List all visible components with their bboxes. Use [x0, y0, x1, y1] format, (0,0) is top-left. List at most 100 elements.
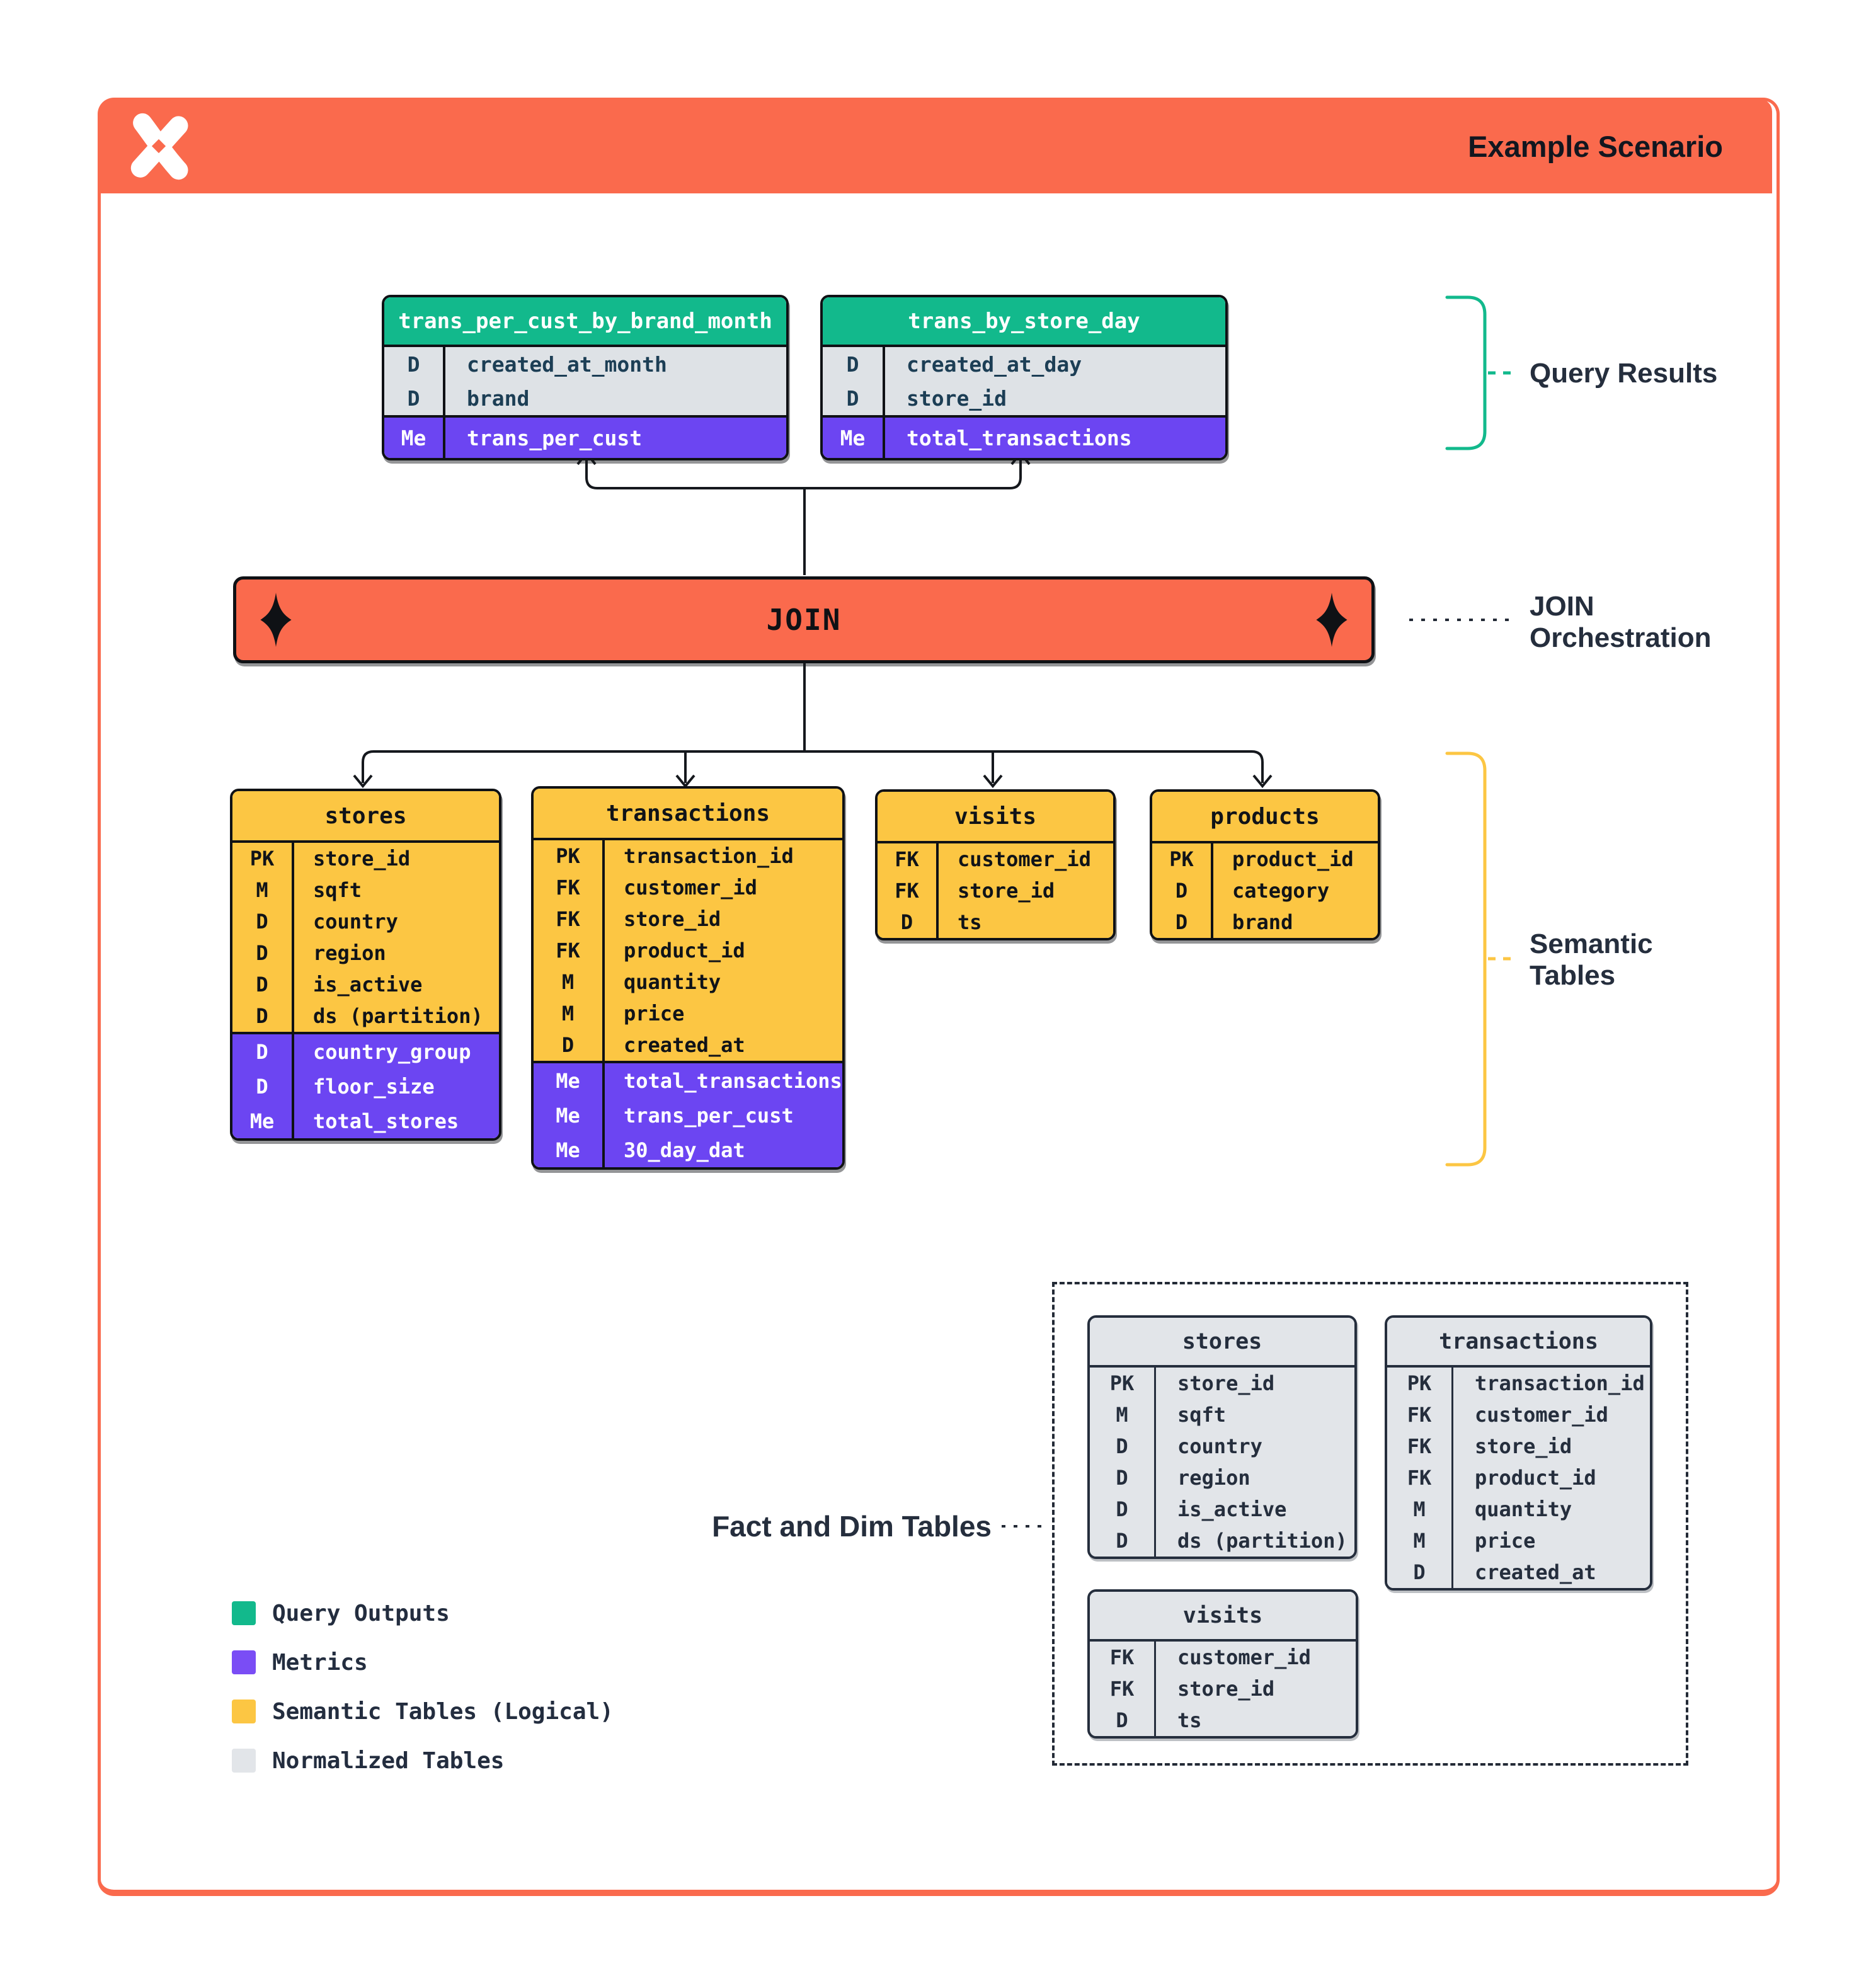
row-field: brand — [467, 386, 530, 411]
row-field: store_id — [1177, 1677, 1275, 1701]
legend-swatch-icon — [232, 1749, 256, 1773]
row-field: customer_id — [1177, 1645, 1311, 1669]
table-name: trans_by_store_day — [823, 297, 1225, 347]
row-key: Me — [823, 418, 885, 458]
row-key: FK — [1387, 1431, 1453, 1462]
row-key: FK — [1090, 1673, 1156, 1705]
row-key: M — [1090, 1399, 1156, 1431]
row-key: M — [534, 998, 605, 1029]
table-row: Me total_stores — [232, 1104, 499, 1138]
table-name: visits — [878, 792, 1113, 843]
row-field: price — [1475, 1529, 1536, 1553]
table-name: trans_per_cust_by_brand_month — [384, 297, 786, 347]
row-field: total_transactions — [624, 1068, 842, 1093]
annotation-fact-and-dim: Fact and Dim Tables — [712, 1510, 992, 1543]
row-key: D — [232, 1000, 294, 1032]
row-field: brand — [1232, 910, 1293, 934]
row-key: D — [232, 969, 294, 1000]
row-key: D — [232, 1069, 294, 1104]
table-name: stores — [1090, 1318, 1354, 1368]
row-key: FK — [534, 872, 605, 903]
row-key: D — [1090, 1431, 1156, 1462]
row-key: FK — [1090, 1642, 1156, 1673]
row-key: PK — [232, 843, 294, 874]
row-key: D — [1152, 906, 1213, 938]
row-field: country_group — [313, 1039, 471, 1064]
row-key: Me — [534, 1063, 605, 1098]
table-name: stores — [232, 791, 499, 843]
row-field: store_id — [313, 847, 411, 871]
row-field: customer_id — [958, 847, 1091, 871]
table-name: visits — [1090, 1592, 1356, 1642]
row-key: D — [1090, 1705, 1156, 1736]
row-key: D — [823, 381, 885, 415]
row-field: is_active — [1177, 1497, 1287, 1521]
row-key: Me — [232, 1104, 294, 1138]
row-field: ts — [1177, 1708, 1202, 1732]
row-field: created_at — [624, 1033, 745, 1057]
fact-dim-dashed-box — [1052, 1282, 1688, 1766]
row-key: D — [1090, 1494, 1156, 1525]
row-key: D — [384, 347, 445, 381]
row-key: D — [384, 381, 445, 415]
row-field: region — [1177, 1466, 1250, 1490]
table-name: transactions — [534, 789, 842, 840]
row-field: ts — [958, 910, 982, 934]
row-field: quantity — [624, 970, 721, 994]
row-key: M — [1387, 1494, 1453, 1525]
table-name: transactions — [1387, 1318, 1650, 1368]
row-field: trans_per_cust — [467, 425, 643, 450]
row-field: store_id — [907, 386, 1007, 411]
row-key: D — [534, 1029, 605, 1061]
row-key: D — [1152, 875, 1213, 906]
row-key: FK — [534, 903, 605, 935]
row-field: transaction_id — [1475, 1371, 1645, 1395]
row-field: created_at_month — [467, 351, 667, 377]
row-field: store_id — [1177, 1371, 1275, 1395]
row-key: Me — [534, 1098, 605, 1133]
row-key: PK — [1152, 843, 1213, 875]
row-key: FK — [878, 875, 939, 906]
table-row: Me total_transactions — [534, 1063, 842, 1098]
table-row: FK store_id — [1090, 1673, 1356, 1705]
join-label: JOIN — [766, 603, 842, 637]
row-field: ds (partition) — [313, 1004, 483, 1028]
page-title: Example Scenario — [1468, 129, 1723, 163]
row-field: total_stores — [313, 1109, 459, 1133]
row-field: is_active — [313, 973, 423, 997]
row-key: PK — [1387, 1368, 1453, 1399]
sparkle-diamond-icon — [260, 593, 292, 647]
